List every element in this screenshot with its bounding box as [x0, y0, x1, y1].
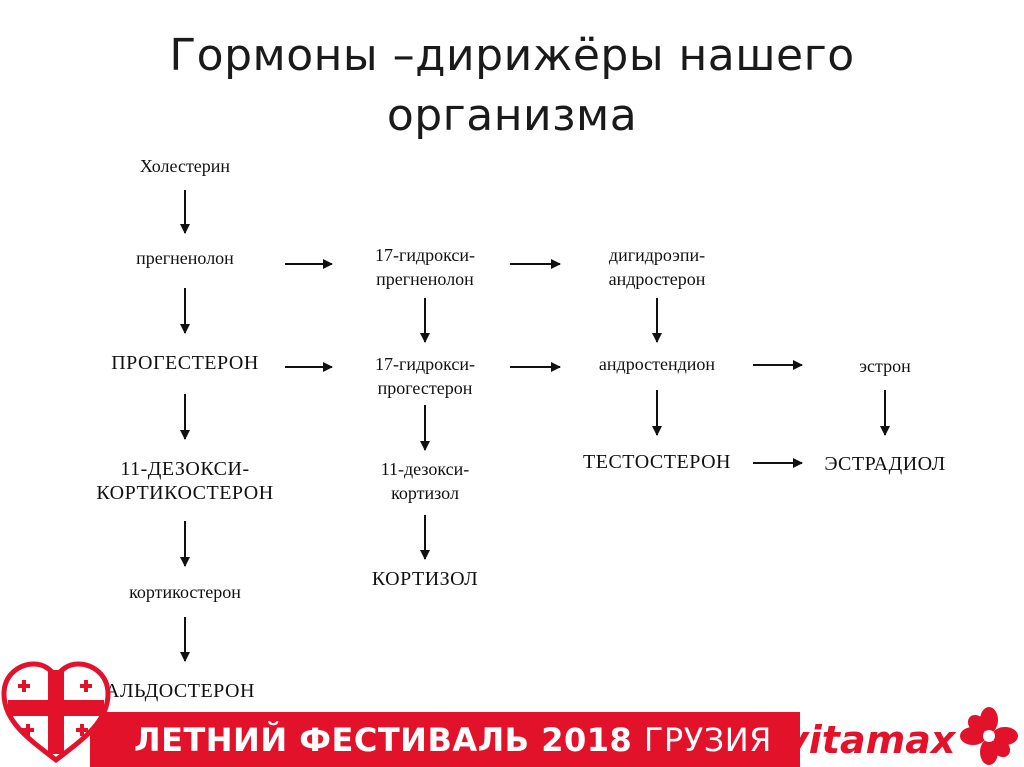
node-label-line-2: КОРТИКОСТЕРОН: [96, 482, 274, 504]
node-label-line-2: кортизол: [391, 483, 459, 503]
node-11-deoxycortisol: 11-дезокси- кортизол: [335, 457, 515, 505]
festival-red-band: [90, 712, 800, 767]
vitamax-flower-icon: [960, 707, 1018, 765]
festival-banner-main: ЛЕТНИЙ ФЕСТИВАЛЬ 2018: [134, 721, 644, 759]
slide-title: Гормоны –дирижёры нашего организма: [0, 26, 1024, 146]
node-label-line-1: 11-ДЕЗОКСИ-: [120, 458, 250, 480]
georgia-flag-heart-icon: [1, 661, 111, 764]
node-label: прегненолон: [136, 248, 234, 268]
node-label-line-1: 17-гидрокси-: [374, 354, 476, 374]
festival-banner-country: ГРУЗИЯ: [643, 721, 772, 759]
node-aldosterone: АЛЬДОСТЕРОН: [80, 679, 280, 703]
node-label-line-1: дигидроэпи-: [608, 245, 706, 265]
node-androstenedione: андростендион: [567, 352, 747, 376]
node-label: ПРОГЕСТЕРОН: [111, 352, 259, 374]
node-label: АЛЬДОСТЕРОН: [105, 680, 255, 702]
slide-title-line-2: организма: [386, 90, 638, 141]
node-label: Холестерин: [139, 156, 231, 176]
node-label-line-2: прогестерон: [377, 378, 473, 398]
node-dehydroepiandrosterone: дигидроэпи- андростерон: [567, 243, 747, 291]
node-label: ТЕСТОСТЕРОН: [583, 451, 731, 473]
node-cholesterol: Холестерин: [95, 154, 275, 178]
node-label: ЭСТРАДИОЛ: [824, 453, 946, 475]
node-label-line-1: 11-дезокси-: [380, 459, 470, 479]
vitamax-wordmark: vitamax: [784, 718, 956, 762]
node-label: КОРТИЗОЛ: [371, 568, 479, 590]
vitamax-logo: vitamax: [784, 718, 955, 762]
node-label-line-1: 17-гидрокси-: [374, 245, 476, 265]
node-17-hydroxyprogesterone: 17-гидрокси- прогестерон: [335, 352, 515, 400]
node-deoxycorticosterone: 11-ДЕЗОКСИ- КОРТИКОСТЕРОН: [70, 457, 300, 505]
slide-title-line-1: Гормоны –дирижёры нашего: [169, 30, 855, 81]
node-estradiol: ЭСТРАДИОЛ: [800, 452, 970, 476]
node-corticosterone: кортикостерон: [85, 580, 285, 604]
node-cortisol: КОРТИЗОЛ: [335, 567, 515, 591]
node-label: эстрон: [859, 356, 911, 376]
node-pregnenolone: прегненолон: [95, 246, 275, 270]
node-estrone: эстрон: [805, 354, 965, 378]
node-label-line-2: прегненолон: [376, 269, 474, 289]
node-label-line-2: андростерон: [608, 269, 706, 289]
node-label: кортикостерон: [129, 582, 241, 602]
node-label: андростендион: [598, 354, 716, 374]
node-17-hydroxypregnenolone: 17-гидрокси- прегненолон: [335, 243, 515, 291]
node-progesterone: ПРОГЕСТЕРОН: [85, 351, 285, 375]
node-testosterone: ТЕСТОСТЕРОН: [557, 450, 757, 474]
festival-banner-text: ЛЕТНИЙ ФЕСТИВАЛЬ 2018 ГРУЗИЯ: [134, 718, 772, 762]
